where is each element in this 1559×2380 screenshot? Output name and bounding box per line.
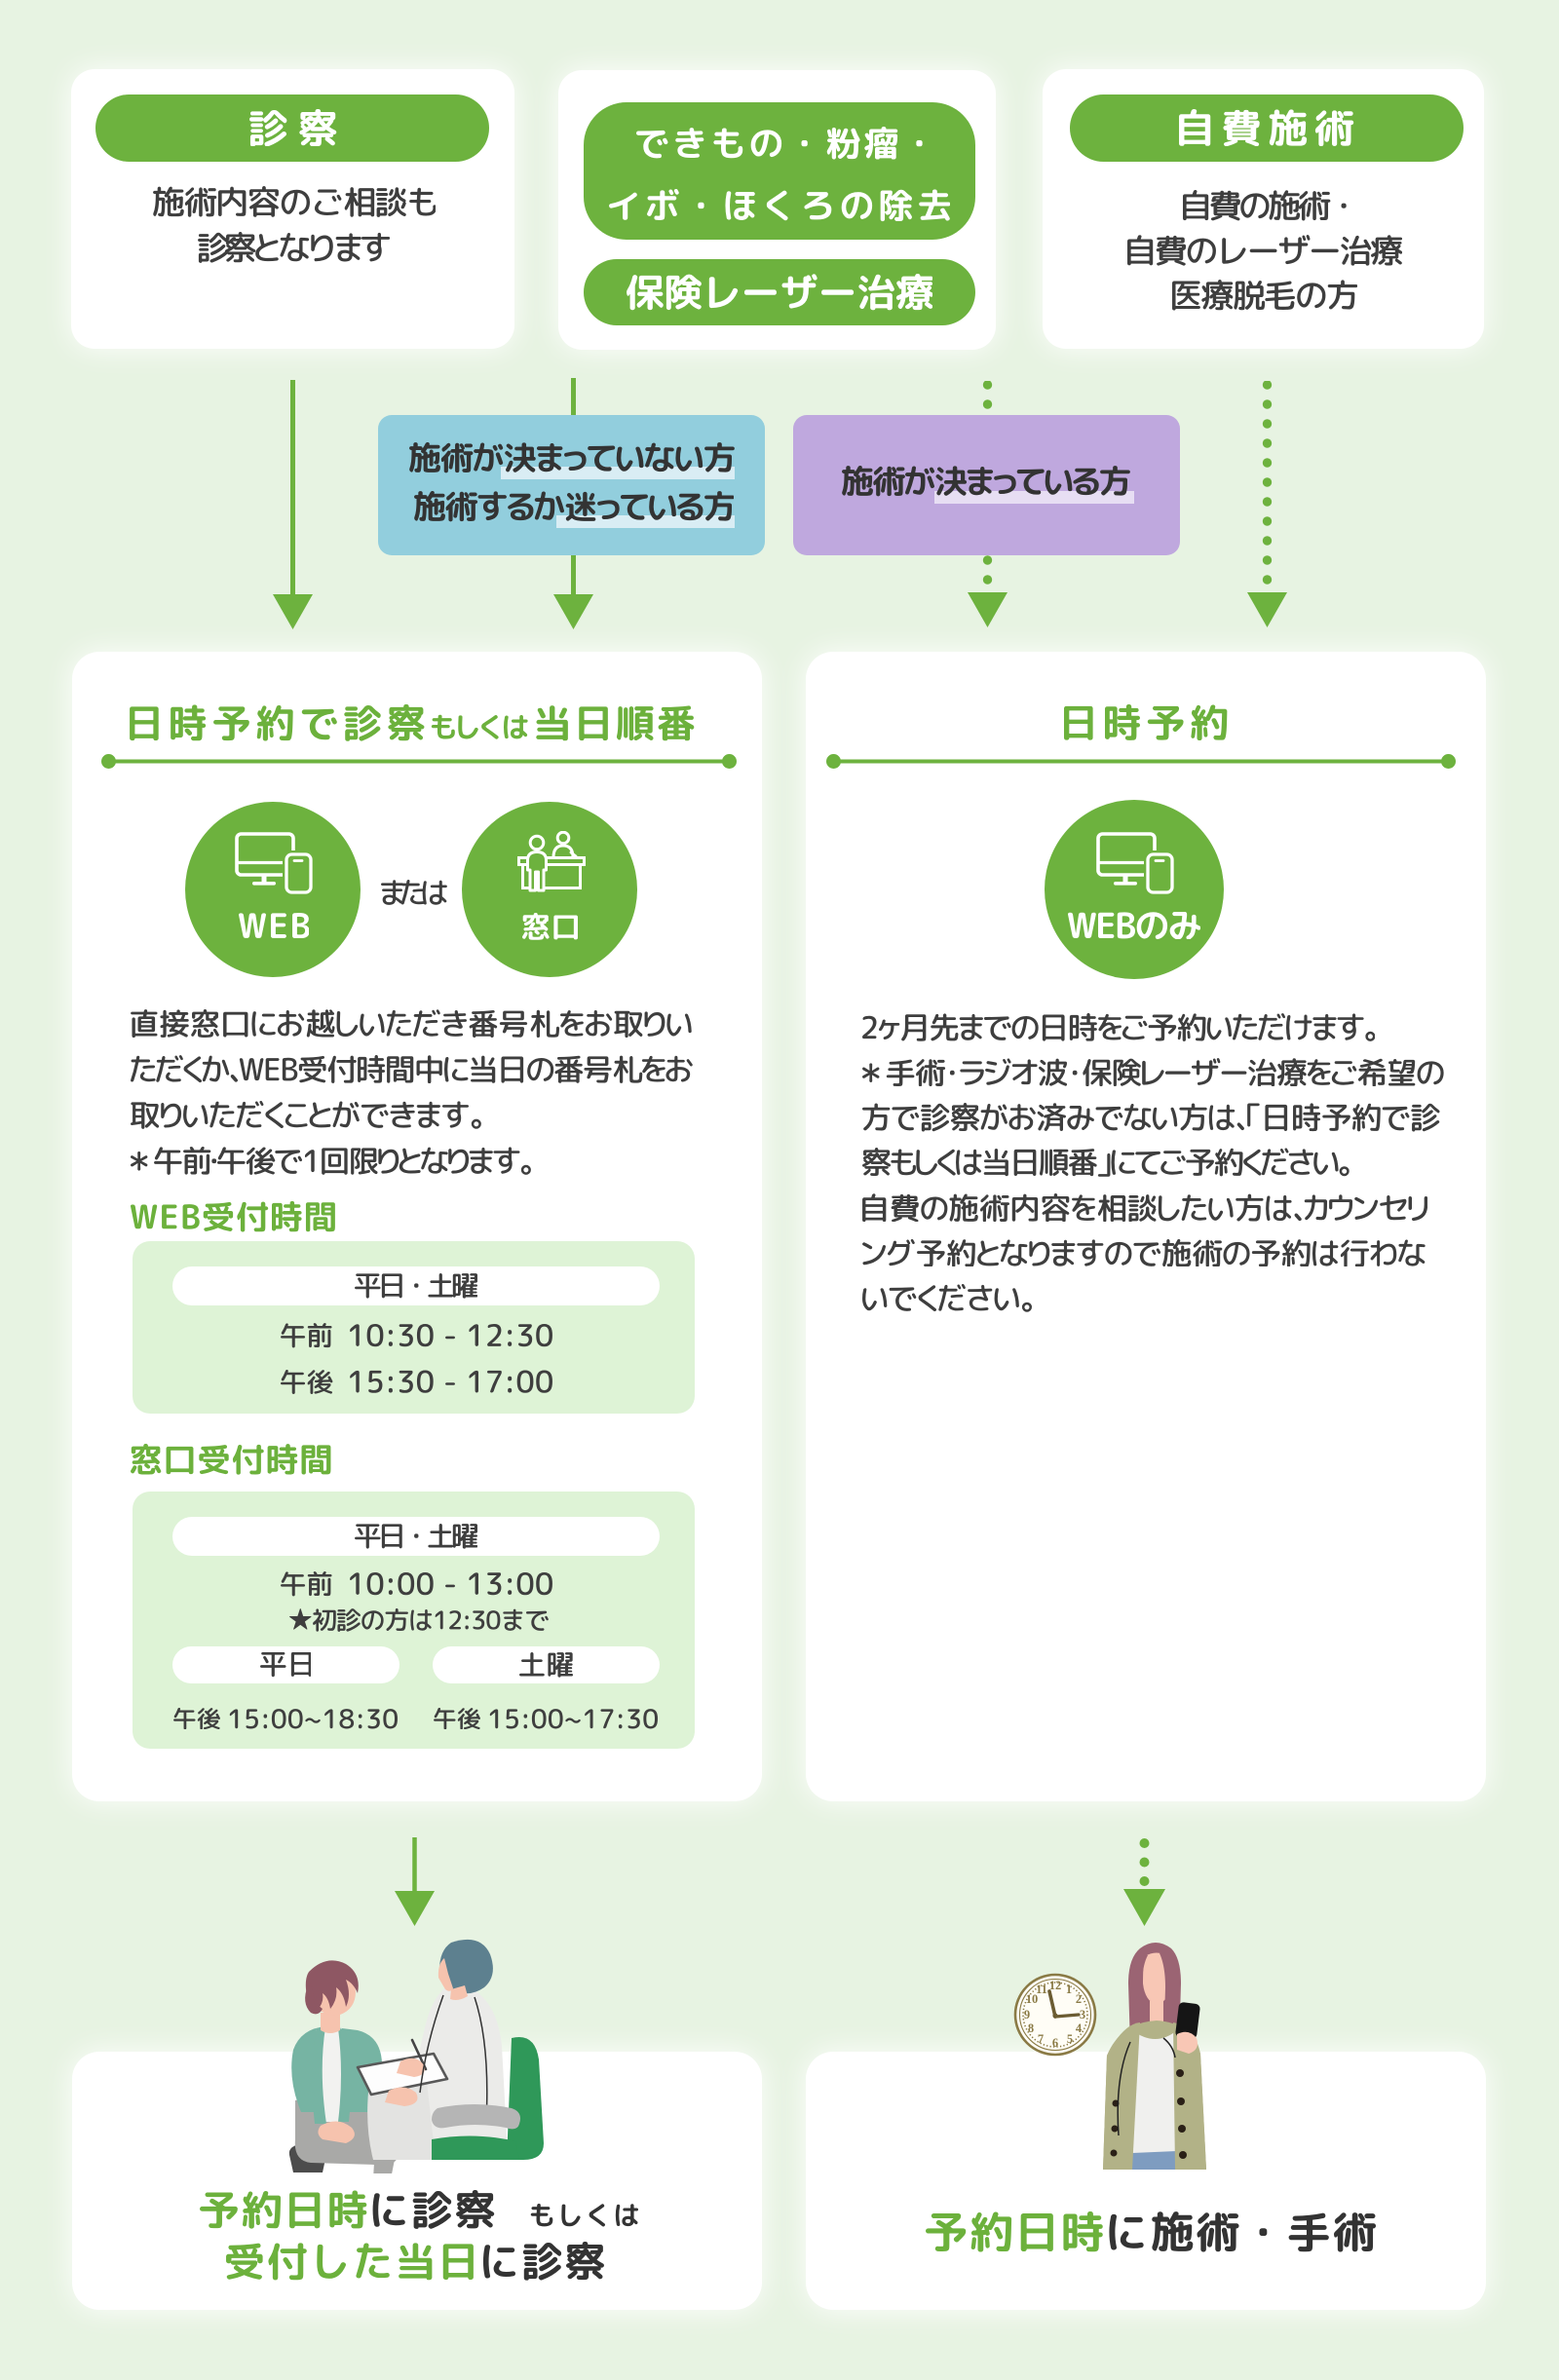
svg-text:7: 7 xyxy=(1038,2032,1044,2046)
svg-text:12: 12 xyxy=(1049,1979,1062,1992)
svg-text:8: 8 xyxy=(1028,2021,1034,2035)
svg-text:3: 3 xyxy=(1080,2008,1085,2021)
svg-text:5: 5 xyxy=(1067,2032,1073,2046)
svg-text:6: 6 xyxy=(1052,2036,1058,2050)
svg-text:9: 9 xyxy=(1024,2008,1030,2021)
svg-text:2: 2 xyxy=(1076,1992,1082,2006)
svg-text:4: 4 xyxy=(1076,2021,1083,2035)
svg-text:1: 1 xyxy=(1066,1983,1072,1996)
svg-text:10: 10 xyxy=(1026,1992,1039,2006)
svg-text:11: 11 xyxy=(1036,1983,1047,1996)
